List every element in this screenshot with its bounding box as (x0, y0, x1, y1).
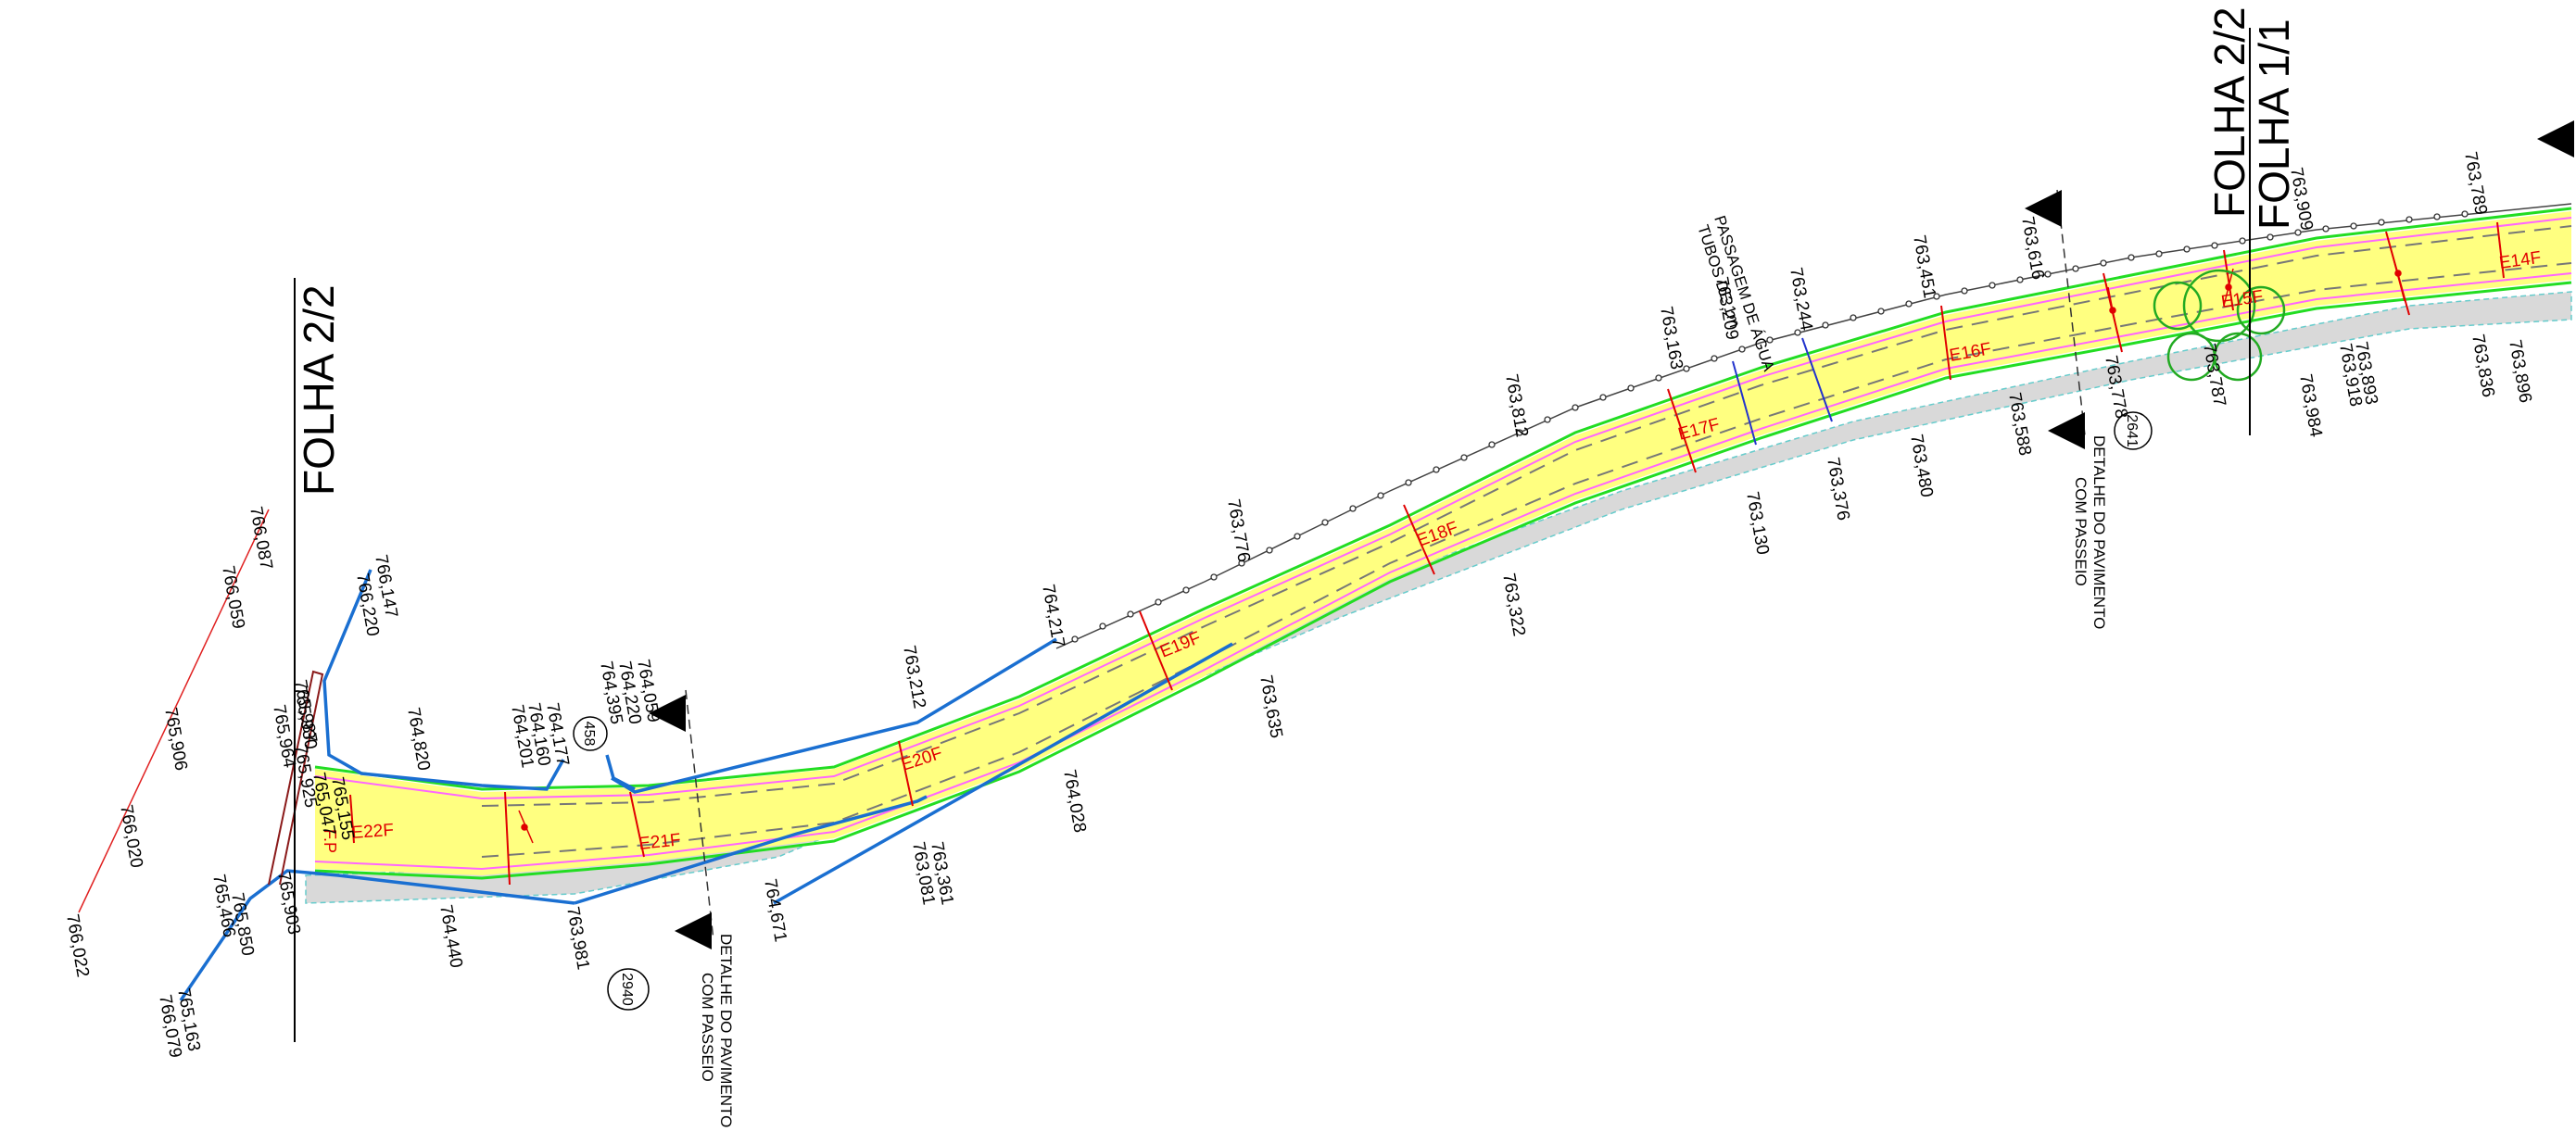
pipe-lines (179, 569, 1233, 1001)
note-detail-right: DETALHE DO PAVIMENTO COM PASSEIO (2072, 435, 2108, 629)
section-marker-triangle-icon (2048, 412, 2085, 449)
elevation-label: 766,020 (116, 803, 146, 869)
elevation-label: 764,440 (436, 903, 466, 969)
elevation-label: 763,451 (1909, 233, 1939, 299)
elevation-label: 764,671 (760, 877, 790, 943)
section-marker-triangle-icon (2025, 190, 2062, 227)
pipe-diagonal-mid (574, 795, 928, 905)
elevation-label: 763,130 (1742, 490, 1773, 556)
circle-ref-2940: 2940 (607, 968, 650, 1011)
lane-dash-bottom (481, 262, 2572, 858)
station-label: E22F (351, 821, 395, 843)
elevation-label: 763,836 (2468, 333, 2498, 398)
elevation-label: 764,820 (403, 706, 434, 772)
road-edge-bottom (314, 281, 2572, 880)
elevation-label: 763,776 (1223, 497, 1254, 563)
circle-ref-2641-text: 2641 (2124, 414, 2140, 447)
pipe-top-run (611, 637, 1057, 794)
note-water-passage: PASSAGEM DE ÁGUA TUBOS DE 1m (1694, 213, 1777, 373)
fp-label: F.P (321, 829, 339, 853)
elevation-label: 764,217 (1038, 583, 1068, 648)
elevation-label: 763,984 (2295, 372, 2326, 439)
property-line (78, 509, 270, 913)
note-detail-left: DETALHE DO PAVIMENTO COM PASSEIO (699, 934, 735, 1127)
elevation-label: 764,028 (1059, 768, 1090, 834)
section-marker-triangle-icon (675, 912, 712, 949)
road-surface (315, 211, 2571, 875)
pipe-left-top (322, 569, 565, 791)
section-marker-triangle-icon (2537, 120, 2574, 157)
tree-cloud-icon (2153, 269, 2286, 382)
circle-ref-2940-text: 2940 (619, 973, 635, 1006)
elevation-label: 763,244 (1786, 266, 1816, 333)
elevation-label: 763,376 (1823, 456, 1853, 522)
elevation-label: 765,906 (160, 706, 191, 772)
station-label: E21F (638, 830, 681, 854)
elevation-label: 763,616 (2017, 215, 2048, 281)
elevation-label: 763,163 (1656, 305, 1686, 371)
section-cut-left (649, 689, 714, 949)
elevation-label: 763,789 (2460, 150, 2491, 216)
section-marker-triangle-icon (649, 695, 686, 732)
curb-line-top (314, 217, 2572, 800)
elevation-label: 763,322 (1498, 572, 1529, 637)
road-edge-top (314, 207, 2572, 791)
elevation-label: 763,480 (1906, 433, 1937, 498)
station-grade-marks (518, 247, 2406, 844)
elevation-label: 763,896 (2505, 338, 2535, 404)
note-detail-left-line1: DETALHE DO PAVIMENTO (717, 934, 735, 1127)
note-detail-right-line1: DETALHE DO PAVIMENTO (2090, 435, 2108, 629)
note-detail-left-line2: COM PASSEIO (699, 973, 716, 1082)
road-end-boundary (268, 670, 324, 886)
pipe-diagonal-long (773, 642, 1233, 905)
note-detail-right-line2: COM PASSEIO (2072, 477, 2090, 586)
elevation-label: 763,981 (562, 905, 593, 971)
survey-points (1071, 210, 2469, 643)
sheet-label-right-a: FOLHA 2/2 (2205, 6, 2254, 218)
circle-ref-458: 458 (573, 716, 608, 751)
section-cut-right (2025, 189, 2086, 449)
circle-ref-458-text: 458 (581, 722, 597, 747)
pipe-stub-458 (605, 754, 636, 791)
elevation-label: 765,903 (273, 870, 304, 936)
curb-line-bottom (314, 272, 2572, 871)
elevation-label: 766,087 (246, 505, 276, 571)
sheet-label-right-b: FOLHA 1/1 (2250, 19, 2298, 230)
sheet-label-left: FOLHA 2/2 (295, 284, 343, 496)
pipe-left-bottom (179, 869, 575, 1001)
water-passage-culvert (1732, 337, 1833, 446)
elevation-label: 763,635 (1256, 673, 1286, 739)
elevation-label: 763,812 (1501, 372, 1532, 438)
elevation-label: 766,022 (62, 912, 93, 978)
circle-ref-2641: 2641 (2114, 411, 2153, 450)
elevation-label: 766,059 (218, 564, 248, 630)
lane-dash-top (481, 225, 2572, 807)
elevation-label: 763,212 (899, 644, 929, 710)
